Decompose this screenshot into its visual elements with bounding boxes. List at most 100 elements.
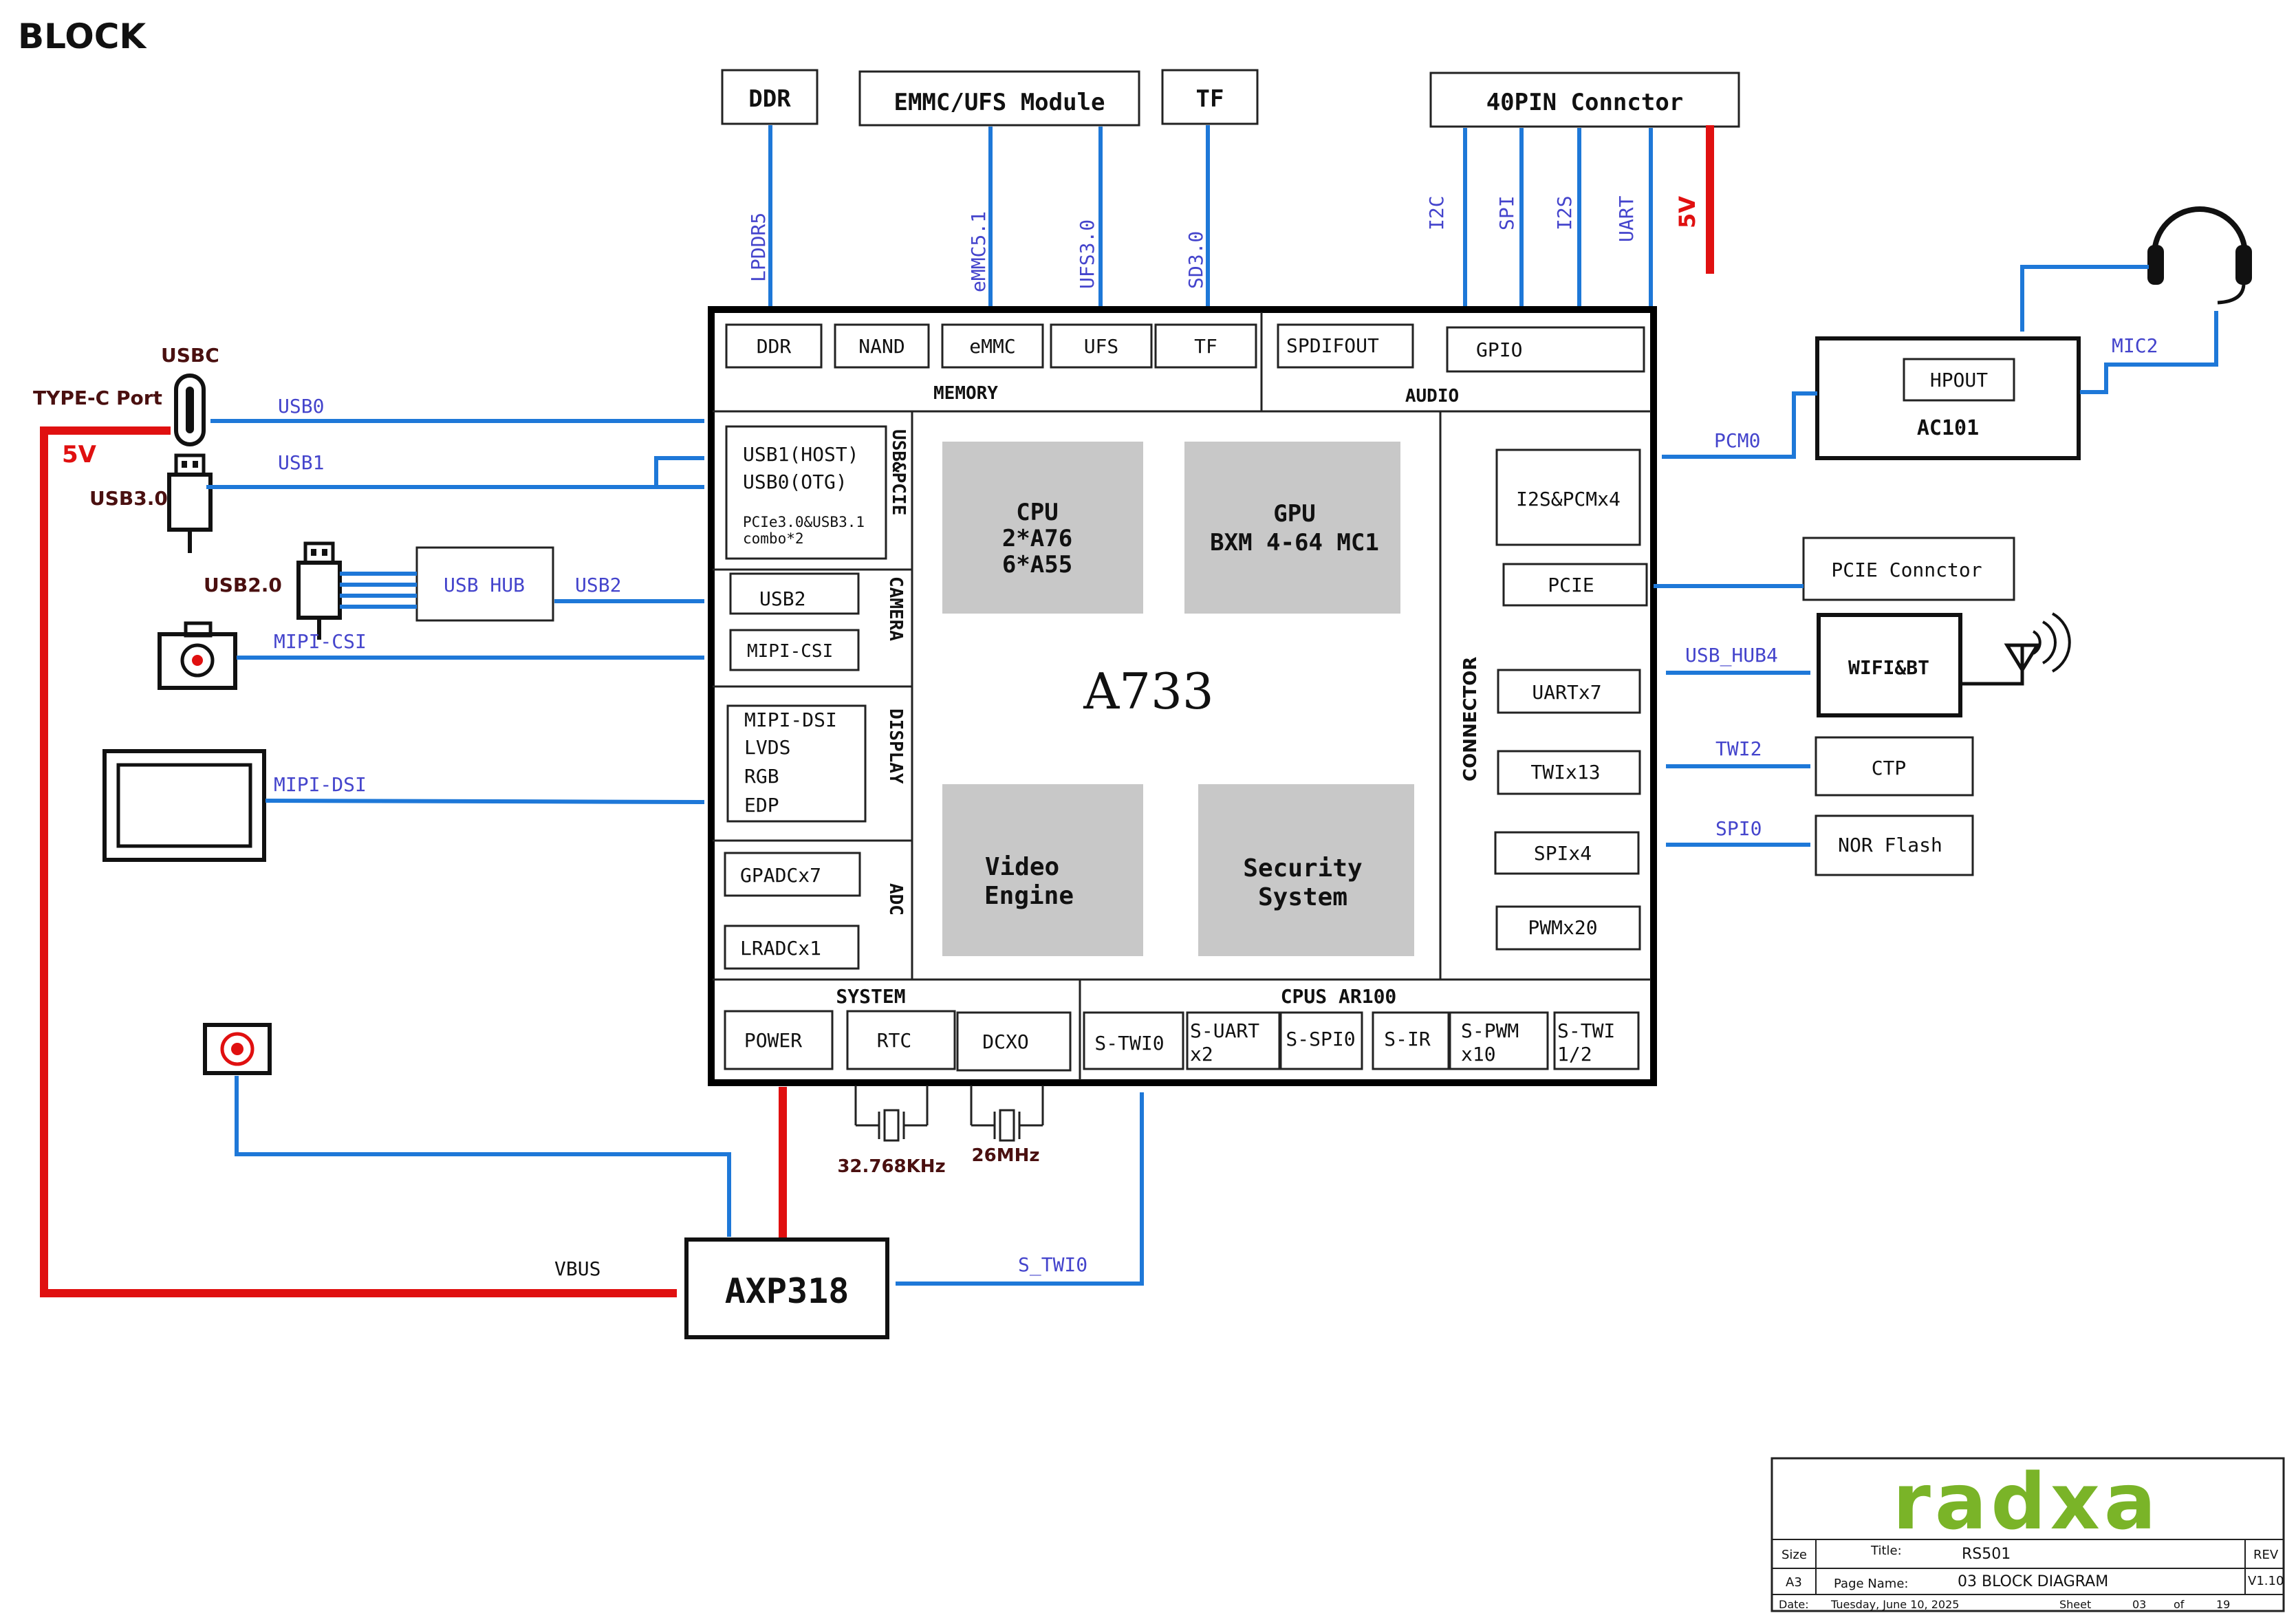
crystal-26m-icon [970, 1085, 1044, 1142]
label-sd30: SD3.0 [1184, 231, 1207, 289]
pcie-connector-label: PCIE Connctor [1831, 559, 1982, 581]
usbpcie-line-4: combo*2 [743, 530, 804, 547]
axp318-label: AXP318 [725, 1271, 849, 1311]
right-peripherals: HPOUT AC101 PCIE Connctor WIFI&BT CTP NO… [1654, 206, 2252, 876]
tb-of-label: of [2174, 1598, 2185, 1611]
top-bus-lines [768, 125, 1714, 308]
audio-section: SPDIFOUT GPIO AUDIO [1277, 323, 1645, 407]
label-usb-hub4: USB_HUB4 [1685, 644, 1778, 667]
label-5v-left: 5V [62, 441, 97, 468]
label-usb2: USB2 [575, 574, 621, 596]
top-emmc-ufs-box: EMMC/UFS Module [858, 70, 1140, 127]
connector-pwm: PWMx20 [1528, 916, 1597, 939]
label-ufs30: UFS3.0 [1076, 219, 1098, 289]
tb-pagename: 03 BLOCK DIAGRAM [1958, 1573, 2108, 1590]
cpus-spwm-2: x10 [1461, 1043, 1496, 1066]
label-pcm0: PCM0 [1714, 429, 1760, 452]
label-spi: SPI [1495, 195, 1518, 230]
display-title: DISPLAY [885, 709, 906, 784]
connector-spi: SPIx4 [1534, 842, 1592, 865]
label-5v-top: 5V [1674, 196, 1700, 228]
label-usb30: USB3.0 [89, 487, 168, 510]
display-section: MIPI-DSI LVDS RGB EDP DISPLAY [726, 704, 906, 823]
camera-icon [158, 621, 237, 690]
usb20-plug-icon [296, 541, 342, 640]
display-line-2: LVDS [744, 736, 790, 759]
system-title: SYSTEM [836, 985, 905, 1008]
usbc-port-icon [174, 374, 206, 446]
cpus-spwm-1: S-PWM [1461, 1019, 1519, 1042]
label-uart: UART [1615, 195, 1638, 242]
usb-hub-label: USB HUB [444, 574, 525, 596]
label-typec-port: TYPE-C Port [33, 387, 162, 409]
label-lpddr5: LPDDR5 [747, 213, 770, 282]
wifibt-label: WIFI&BT [1848, 656, 1929, 679]
audio-title: AUDIO [1405, 386, 1459, 407]
ctp-label: CTP [1872, 757, 1907, 779]
system-section: SYSTEM POWER RTC DCXO [724, 985, 1072, 1072]
top-40pin-box: 40PIN Connctor [1429, 72, 1740, 128]
power-button-icon [203, 1023, 272, 1075]
cpu-line-1: CPU [1016, 499, 1058, 526]
connector-twi: TWIx13 [1530, 761, 1600, 783]
label-usb1: USB1 [278, 451, 324, 474]
soc-name: A733 [1083, 662, 1213, 720]
tb-sheet: 03 [2132, 1598, 2146, 1611]
ctp-box [1815, 736, 1974, 797]
label-usb20: USB2.0 [204, 574, 282, 596]
label-i2c: I2C [1425, 195, 1448, 230]
label-mipi-csi: MIPI-CSI [274, 630, 367, 653]
top-tf-label: TF [1196, 85, 1224, 113]
cpus-section: CPUS AR100 S-TWI0 S-UART x2 S-SPI0 S-IR … [1083, 985, 1640, 1070]
security-line-1: Security [1243, 854, 1362, 883]
video-line-1: Video [985, 853, 1059, 881]
wifibt-box [1817, 613, 1962, 717]
label-s-twi0: S_TWI0 [1018, 1253, 1087, 1277]
tb-total: 19 [2216, 1598, 2230, 1611]
connector-uart: UARTx7 [1532, 681, 1601, 704]
label-usbc: USBC [161, 344, 219, 367]
cpus-suart-1: S-UART [1190, 1019, 1259, 1042]
usbpcie-title: USB&PCIE [888, 429, 909, 515]
tb-pagename-label: Page Name: [1834, 1577, 1908, 1591]
cpus-title: CPUS AR100 [1281, 985, 1397, 1008]
label-usb0: USB0 [278, 395, 324, 418]
video-line-2: Engine [984, 882, 1074, 910]
tb-rev-label: REV [2253, 1548, 2279, 1562]
cpu-line-2: 2*A76 [1002, 525, 1072, 552]
adc-section: GPADCx7 LRADCx1 ADC [724, 852, 906, 970]
norflash-box [1815, 814, 1974, 876]
title-block: radxa Size A3 Title: RS501 REV V1.10 Pag… [1770, 1457, 2285, 1612]
tb-date-label: Date: [1779, 1598, 1809, 1611]
memory-emmc: eMMC [969, 335, 1015, 358]
label-mic2: MIC2 [2112, 334, 2158, 357]
tb-size-label: Size [1781, 1548, 1807, 1562]
antenna-icon [1962, 612, 2071, 686]
tb-rev: V1.10 [2248, 1574, 2284, 1588]
video-engine-block: Video Engine [942, 784, 1143, 956]
axp318-pmic: AXP318 VBUS S_TWI0 [554, 1092, 1144, 1339]
cpus-suart-2: x2 [1190, 1043, 1213, 1066]
usbpcie-line-3: PCIe3.0&USB3.1 [743, 514, 865, 530]
tb-sheet-label: Sheet [2059, 1598, 2091, 1611]
memory-ufs: UFS [1084, 335, 1119, 358]
cpu-block: CPU 2*A76 6*A55 [942, 442, 1143, 614]
usbpcie-line-1: USB1(HOST) [743, 443, 859, 466]
label-i2s: I2S [1553, 195, 1576, 230]
memory-tf: TF [1194, 335, 1217, 358]
cpus-stwi0: S-TWI0 [1094, 1032, 1164, 1055]
ac101-label: AC101 [1917, 416, 1979, 440]
cpus-stwi-1: S-TWI [1557, 1019, 1615, 1042]
label-vbus: VBUS [554, 1257, 600, 1280]
label-spi0: SPI0 [1715, 817, 1762, 840]
crystals: 32.768KHz 26MHz [837, 1085, 1044, 1177]
display-line-1: MIPI-DSI [744, 709, 837, 731]
left-peripherals: USBC TYPE-C Port 5V USB3.0 USB2.0 USB HU… [33, 344, 787, 1297]
gpu-block: GPU BXM 4-64 MC1 [1184, 442, 1400, 614]
gpu-line-1: GPU [1273, 500, 1315, 528]
label-emmc51: eMMC5.1 [967, 211, 990, 292]
audio-spdifout: SPDIFOUT [1286, 334, 1379, 357]
system-rtc: RTC [877, 1029, 912, 1052]
cpus-stwi-2: 1/2 [1557, 1043, 1592, 1066]
